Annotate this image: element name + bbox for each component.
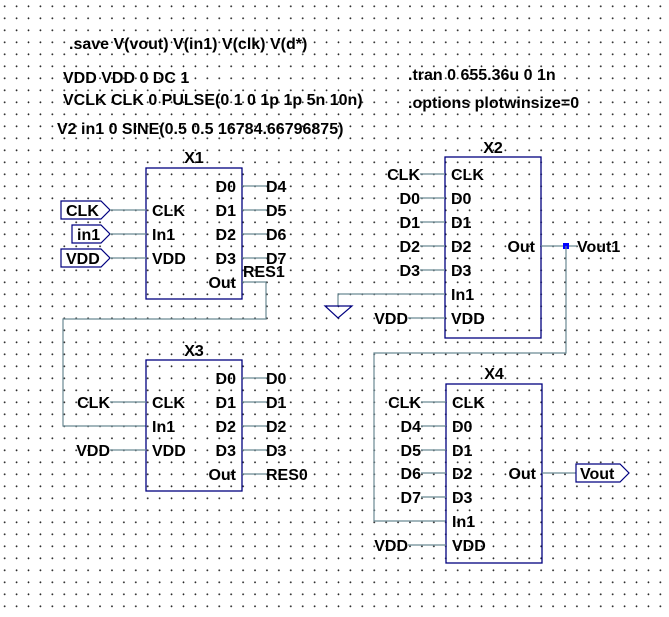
x2-net-vdd[interactable]: VDD — [374, 311, 408, 328]
vout-port-flag[interactable]: Vout — [575, 463, 630, 483]
x4-net-d1[interactable]: D5 — [401, 443, 422, 460]
x3-net-out[interactable]: RES0 — [266, 467, 308, 484]
vdd-source-directive[interactable]: VDD VDD 0 DC 1 — [63, 70, 189, 87]
save-directive[interactable]: .save V(vout) V(in1) V(clk) V(d*) — [69, 36, 307, 53]
x4-pin-out: Out — [508, 466, 536, 483]
x2-ref-label: X2 — [483, 140, 503, 157]
x2-pin-d0: D0 — [451, 191, 472, 208]
x1-pin-d1: D1 — [216, 203, 237, 220]
x2-symbol-body[interactable] — [444, 156, 542, 339]
x2-net-out[interactable]: Vout1 — [577, 239, 620, 256]
port-flag-icon — [71, 224, 111, 244]
x1-port-flag-in1[interactable]: in1 — [71, 224, 111, 244]
wire-x2-in1-to-ground — [337, 293, 445, 306]
x4-net-d0[interactable]: D4 — [401, 419, 422, 436]
x2-pin-out: Out — [507, 239, 535, 256]
x3-pin-d1: D1 — [216, 395, 237, 412]
x1-port-flag-vdd[interactable]: VDD — [60, 248, 111, 268]
port-flag-icon — [575, 463, 630, 483]
component-x4[interactable]: X4 CLK D0 D1 D2 D3 In1 VDD Out — [445, 366, 543, 564]
options-directive[interactable]: .options plotwinsize=0 — [408, 95, 579, 112]
x1-net-clk: CLK — [66, 203, 99, 220]
x3-net-d0[interactable]: D0 — [266, 371, 287, 388]
component-x3[interactable]: X3 CLK In1 VDD D0 D1 D2 D3 Out — [145, 343, 243, 492]
x1-ref-label: X1 — [184, 150, 204, 167]
x1-pin-d3: D3 — [216, 251, 237, 268]
x4-pin-d2: D2 — [452, 466, 473, 483]
x2-pin-in1: In1 — [451, 287, 474, 304]
tran-directive[interactable]: .tran 0 655.36u 0 1n — [408, 67, 556, 84]
x2-pin-vdd: VDD — [451, 311, 485, 328]
x3-net-d3[interactable]: D3 — [266, 443, 287, 460]
x1-pin-d2: D2 — [216, 227, 237, 244]
x1-net-d3[interactable]: D7 — [266, 251, 287, 268]
x4-pin-d3: D3 — [452, 490, 473, 507]
x2-net-d0[interactable]: D0 — [400, 191, 421, 208]
x3-net-d1[interactable]: D1 — [266, 395, 287, 412]
x1-pin-out: Out — [208, 275, 236, 292]
x1-net-d2[interactable]: D6 — [266, 227, 287, 244]
x1-net-vdd: VDD — [66, 251, 100, 268]
x1-net-d0[interactable]: D4 — [266, 179, 287, 196]
x3-pin-in1: In1 — [152, 419, 175, 436]
x2-pin-d1: D1 — [451, 215, 472, 232]
x3-net-vdd[interactable]: VDD — [76, 443, 110, 460]
x4-net-d3[interactable]: D7 — [401, 490, 422, 507]
x4-ref-label: X4 — [484, 366, 504, 383]
x2-net-clk[interactable]: CLK — [387, 167, 420, 184]
x1-pin-clk: CLK — [152, 203, 185, 220]
x2-net-d3[interactable]: D3 — [400, 263, 421, 280]
x2-pin-d2: D2 — [451, 239, 472, 256]
component-x1[interactable]: X1 CLK In1 VDD D0 D1 D2 D3 Out — [145, 150, 243, 300]
x4-net-d2[interactable]: D6 — [401, 466, 422, 483]
x3-net-clk[interactable]: CLK — [77, 395, 110, 412]
wire-vout1-to-x4-in1 — [373, 246, 567, 522]
x4-pin-clk: CLK — [452, 395, 485, 412]
x3-pin-clk: CLK — [152, 395, 185, 412]
x4-net-clk[interactable]: CLK — [388, 395, 421, 412]
port-flag-icon — [60, 248, 111, 268]
x2-net-d1[interactable]: D1 — [400, 215, 421, 232]
x3-ref-label: X3 — [184, 343, 204, 360]
x2-pin-d3: D3 — [451, 263, 472, 280]
x2-pin-clk: CLK — [451, 167, 484, 184]
x2-net-d2[interactable]: D2 — [400, 239, 421, 256]
x3-pin-vdd: VDD — [152, 443, 186, 460]
x1-pin-vdd: VDD — [152, 251, 186, 268]
x1-pin-d0: D0 — [216, 179, 237, 196]
x1-pin-in1: In1 — [152, 227, 175, 244]
x1-net-out[interactable]: RES1 — [243, 264, 285, 281]
x4-net-out: Vout — [580, 466, 615, 483]
x1-net-d1[interactable]: D5 — [266, 203, 287, 220]
x3-pin-d3: D3 — [216, 443, 237, 460]
port-flag-icon — [60, 200, 111, 220]
spice-directives: .save V(vout) V(in1) V(clk) V(d*) VDD VD… — [57, 36, 579, 138]
x4-pin-d0: D0 — [452, 419, 473, 436]
ground-icon[interactable] — [323, 305, 354, 319]
vclk-source-directive[interactable]: VCLK CLK 0 PULSE(0 1 0 1p 1p 5n 10n) — [63, 92, 363, 109]
x3-pin-d0: D0 — [216, 371, 237, 388]
x4-pin-in1: In1 — [452, 514, 475, 531]
x3-pin-d2: D2 — [216, 419, 237, 436]
wire-res1-to-x3-in1 — [62, 281, 267, 427]
x4-net-vdd[interactable]: VDD — [374, 538, 408, 555]
x3-net-d2[interactable]: D2 — [266, 419, 287, 436]
v2-source-directive[interactable]: V2 in1 0 SINE(0.5 0.5 16784.66796875) — [57, 121, 343, 138]
x1-port-flag-clk[interactable]: CLK — [60, 200, 111, 220]
x4-pin-vdd: VDD — [452, 538, 486, 555]
component-x2[interactable]: X2 CLK D0 D1 D2 D3 In1 VDD Out — [444, 140, 542, 339]
x1-net-in1: in1 — [77, 227, 100, 244]
x3-pin-out: Out — [208, 467, 236, 484]
x4-pin-d1: D1 — [452, 443, 473, 460]
